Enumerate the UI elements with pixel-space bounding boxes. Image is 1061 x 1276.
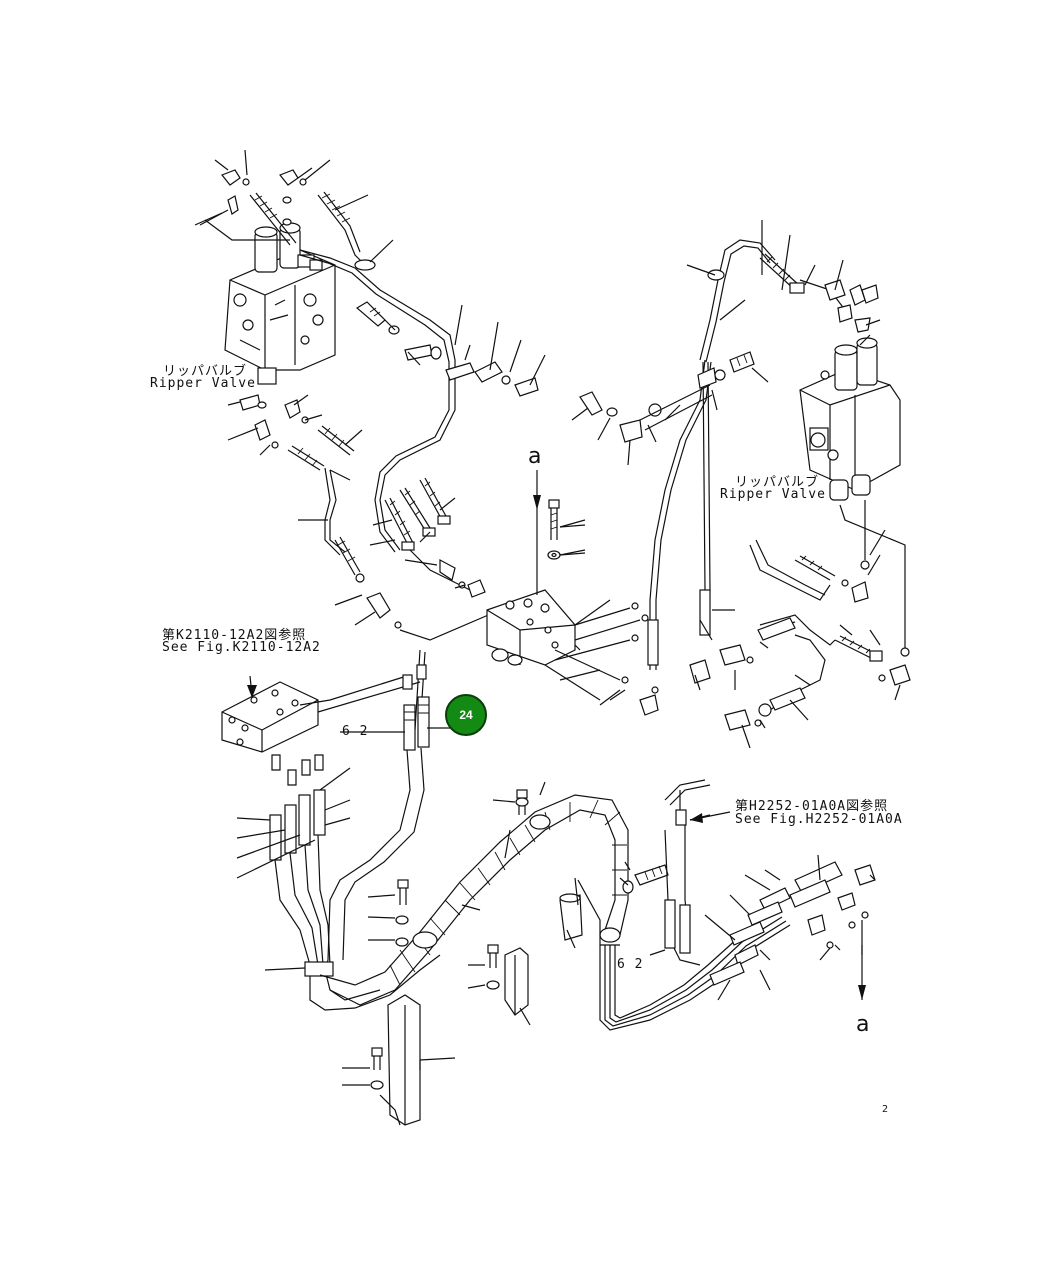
page-number: 2 bbox=[882, 1104, 889, 1115]
ripper-valve-left-label-en: Ripper Valve bbox=[150, 376, 256, 391]
left-manifold bbox=[221, 649, 426, 753]
hoses-center bbox=[384, 477, 486, 598]
right-top-hoses bbox=[647, 239, 879, 670]
hoses-left bbox=[299, 191, 456, 553]
hoses-bundle-bottom-left bbox=[274, 834, 441, 1011]
ripper-valve-left-label-jp: リッパバルブ bbox=[163, 364, 248, 379]
bolts-spiral-left bbox=[395, 789, 669, 1016]
reference-a-bottom: a bbox=[856, 1012, 870, 1037]
see-fig-right-label-en: See Fig.H2252-01A0A bbox=[735, 812, 903, 827]
bolts-mid-top bbox=[355, 301, 539, 397]
stand-bracket bbox=[370, 994, 456, 1126]
see-fig-left-label-jp: 第K2110-12A2図参照 bbox=[162, 628, 307, 643]
see-fig-right-label-jp: 第H2252-01A0A図参照 bbox=[735, 799, 889, 814]
left-top-fittings bbox=[199, 169, 307, 246]
ripper-valve-right-label-en: Ripper Valve bbox=[720, 487, 826, 502]
ripper-valve-left bbox=[224, 222, 336, 385]
left-manifold-fittings bbox=[269, 664, 430, 1001]
quantity-label-top: 6 2 bbox=[342, 724, 369, 739]
reference-a-top: a bbox=[528, 444, 542, 469]
leader-lines bbox=[194, 149, 901, 1086]
ripper-valve-right bbox=[799, 337, 910, 657]
bolts-mid-right bbox=[579, 351, 755, 443]
ripper-valve-right-label-jp: リッパバルブ bbox=[735, 475, 820, 490]
quantity-label-bottom: 6 2 bbox=[617, 957, 644, 972]
fittings-left-mid bbox=[239, 394, 501, 641]
part-callout-24[interactable]: 24 bbox=[445, 694, 487, 736]
see-fig-left-label-en: See Fig.K2110-12A2 bbox=[162, 640, 321, 655]
fittings-bottom-right bbox=[709, 861, 876, 1000]
arrow-a-top bbox=[533, 470, 586, 595]
spiral-hose bbox=[319, 794, 629, 1006]
central-manifold bbox=[486, 589, 649, 701]
see-fig-right-arrow bbox=[689, 811, 731, 823]
hoses-right-lower bbox=[639, 539, 911, 731]
